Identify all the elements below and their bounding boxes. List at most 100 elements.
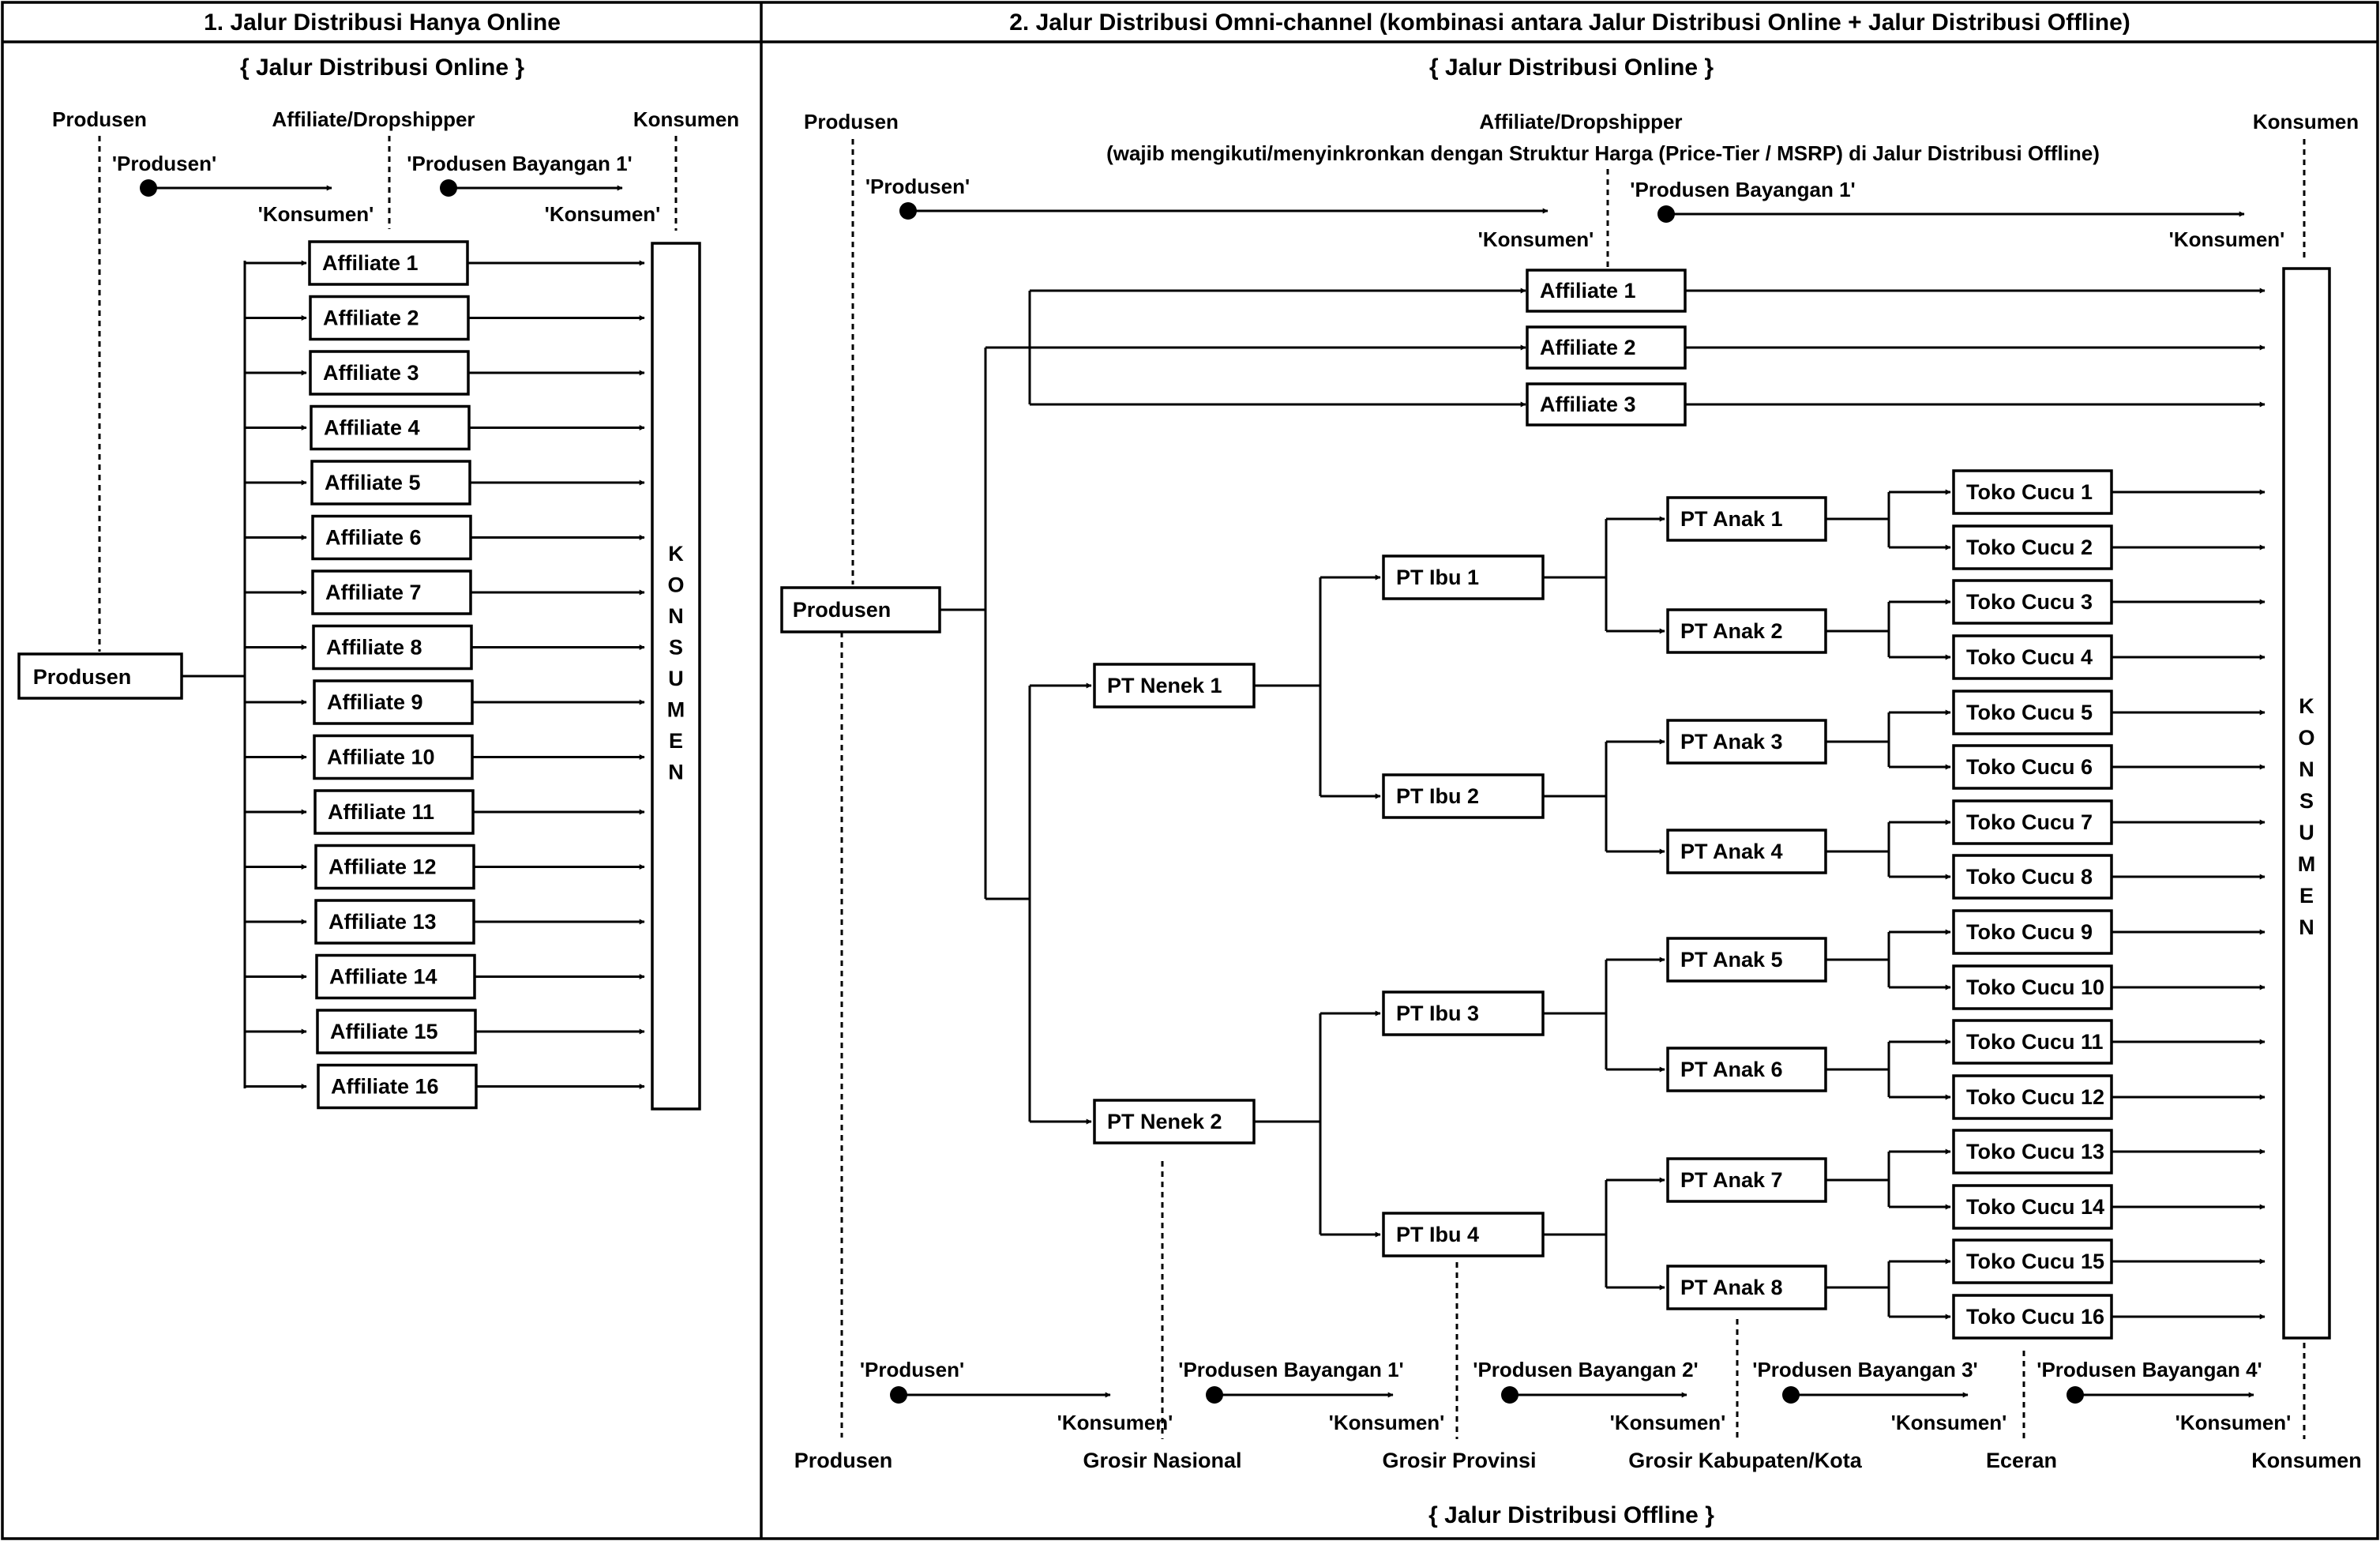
panel2-ibu-2-label: PT Ibu 2 [1396, 784, 1479, 808]
panel2-affiliate-2-label: Affiliate 2 [1540, 336, 1636, 359]
panel2-affiliate-2-box [1526, 325, 1687, 370]
panel1-role1-to: 'Konsumen' [258, 202, 374, 226]
panel1-affiliate-10-box [313, 734, 474, 780]
panel2-produsen-label: Produsen [793, 598, 892, 622]
panel1-role1-from: 'Produsen' [112, 152, 216, 175]
panel1-affiliate-11-label: Affiliate 11 [328, 800, 434, 824]
panel1-title: 1. Jalur Distribusi Hanya Online [204, 9, 561, 36]
panel2-affiliate-3-label: Affiliate 3 [1540, 393, 1636, 416]
panel1-affiliate-7-box [311, 569, 472, 615]
panel2-online-label: { Jalur Distribusi Online } [1429, 54, 1714, 81]
panel2-toko-7-box [1952, 799, 2113, 845]
panel1-affiliate-10-label: Affiliate 10 [327, 746, 435, 769]
panel2-toko-1-box [1952, 469, 2113, 515]
panel1-affiliate-2-box [309, 295, 470, 341]
panel2-toko-12-label: Toko Cucu 12 [1966, 1085, 2104, 1109]
panel1-affiliate-16-box [317, 1063, 478, 1110]
panel1-affiliate-6-box [311, 514, 472, 561]
panel1-affiliate-15-box [316, 1009, 477, 1054]
panel1-konsumen-letter: O [667, 573, 684, 597]
panel2-level-label: Grosir Provinsi [1382, 1449, 1536, 1472]
panel1-konsumen-letter: N [668, 604, 684, 628]
panel1-affiliate-9-box [313, 679, 474, 725]
panel1-affiliate-8-label: Affiliate 8 [326, 636, 422, 660]
panel2-anak-2-label: PT Anak 2 [1680, 619, 1783, 643]
panel1-affiliate-1-label: Affiliate 1 [322, 251, 419, 275]
panel2-toko-8-box [1952, 854, 2113, 900]
panel1-konsumen-letter: S [669, 636, 683, 660]
panel1-affiliate-13-box [314, 899, 475, 945]
panel2-anak-7-box [1666, 1157, 1827, 1203]
panel2-toko-5-label: Toko Cucu 5 [1966, 701, 2093, 724]
panel2-offline-roles: 'Produsen''Konsumen''Produsen Bayangan 1… [860, 1358, 2292, 1434]
panel2-nenek-1-label: PT Nenek 1 [1107, 674, 1222, 697]
panel2-affiliate-3-box [1526, 382, 1687, 427]
panel2-toko-15-box [1952, 1238, 2113, 1284]
panel2-offline-role-to: 'Konsumen' [1329, 1411, 1445, 1434]
panel2-konsumen-letter: N [2299, 915, 2314, 939]
panel1-affiliate-4-box [310, 404, 471, 451]
panel1-affiliate-13-label: Affiliate 13 [328, 910, 437, 934]
panel1-affiliate-2-label: Affiliate 2 [323, 306, 419, 330]
panel2-toko-2-box [1952, 524, 2113, 570]
panel2-level-label: Grosir Nasional [1083, 1449, 1241, 1472]
panel2-offline-role-from: 'Produsen Bayangan 2' [1473, 1358, 1698, 1381]
panel2-toko-7-label: Toko Cucu 7 [1966, 810, 2093, 834]
panel1-affiliate-5-box [310, 460, 471, 506]
panel2-toko-16-label: Toko Cucu 16 [1966, 1305, 2104, 1329]
panel2-offline-role-from: 'Produsen' [860, 1358, 964, 1381]
panel1-affiliates: Affiliate 1 Affiliate 2 Affiliate 3 Affilia… [245, 240, 645, 1110]
panel2-anak-7-label: PT Anak 7 [1680, 1168, 1783, 1192]
panel2-toko-8-label: Toko Cucu 8 [1966, 865, 2093, 889]
panel1-affiliate-3-label: Affiliate 3 [323, 361, 419, 385]
panel2-offline-role-to: 'Konsumen' [2175, 1411, 2292, 1434]
panel2-toko-10-box [1952, 964, 2113, 1010]
panel2-konsumen-letter: K [2299, 694, 2314, 718]
panel1-col-konsumen: Konsumen [633, 107, 739, 131]
panel2-online-role2-from: 'Produsen Bayangan 1' [1630, 178, 1855, 201]
panel2-konsumen-letter: S [2299, 789, 2314, 813]
panel2-col-konsumen: Konsumen [2253, 110, 2359, 133]
panel1-konsumen-box [651, 242, 701, 1111]
panel2-anak-3-box [1666, 719, 1827, 765]
panel1-affiliate-15-label: Affiliate 15 [330, 1020, 438, 1043]
panel2-col-produsen: Produsen [804, 110, 899, 133]
panel2-level-label: Konsumen [2251, 1449, 2362, 1472]
panel2-offline-role-to: 'Konsumen' [1891, 1411, 2007, 1434]
panel2-anak-1-label: PT Anak 1 [1680, 507, 1783, 531]
panel2-online-role1-from: 'Produsen' [865, 175, 970, 198]
panel2-konsumen-letter: N [2299, 757, 2314, 781]
panel1-affiliate-16-label: Affiliate 16 [331, 1075, 439, 1099]
panel2-affiliate-1-label: Affiliate 1 [1540, 279, 1636, 303]
panel2-konsumen-letter: U [2299, 821, 2314, 844]
panel1-affiliate-7-label: Affiliate 7 [325, 581, 422, 604]
panel1-affiliate-14-label: Affiliate 14 [329, 965, 437, 989]
panel1-col-affiliate: Affiliate/Dropshipper [272, 107, 475, 131]
panel-omni-channel: 2. Jalur Distribusi Omni-channel (kombin… [780, 9, 2362, 1528]
panel2-toko-12-box [1952, 1074, 2113, 1120]
panel2-toko-15-label: Toko Cucu 15 [1966, 1250, 2104, 1273]
panel2-col-affiliate: Affiliate/Dropshipper [1479, 110, 1682, 133]
panel1-col-produsen: Produsen [52, 107, 147, 131]
panel2-level-label: Grosir Kabupaten/Kota [1628, 1449, 1863, 1472]
panel2-toko-6-label: Toko Cucu 6 [1966, 755, 2093, 779]
panel2-ibu-4-label: PT Ibu 4 [1396, 1223, 1479, 1246]
panel2-toko-6-box [1952, 744, 2113, 790]
panel2-anak-8-label: PT Anak 8 [1680, 1276, 1783, 1299]
panel1-affiliate-14-box [315, 953, 476, 1000]
panel2-offline-role-from: 'Produsen Bayangan 3' [1752, 1358, 1977, 1381]
panel2-nenek-1-box [1093, 663, 1256, 708]
panel1-affiliate-11-box [313, 789, 475, 835]
panel2-affiliate-1-box [1526, 269, 1687, 313]
panel2-level-label: Eceran [1986, 1449, 2057, 1472]
panel2-anak-4-label: PT Anak 4 [1680, 840, 1783, 863]
panel2-online-role1-to: 'Konsumen' [1478, 227, 1594, 251]
panel2-anak-6-label: PT Anak 6 [1680, 1058, 1783, 1081]
panel2-anak-5-box [1666, 937, 1827, 983]
panel2-anak-3-label: PT Anak 3 [1680, 730, 1783, 754]
panel1-konsumen-letter: E [669, 729, 683, 753]
